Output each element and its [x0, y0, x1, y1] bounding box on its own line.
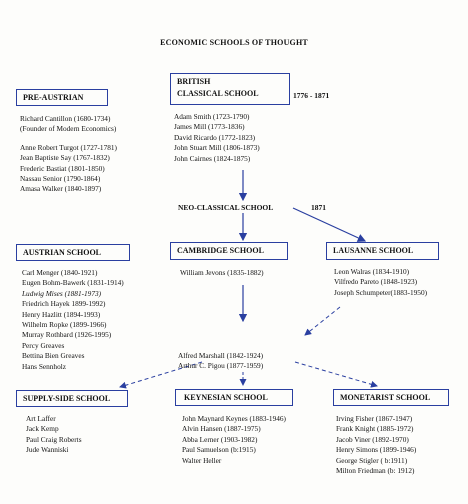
list-item: Murray Rothbard (1926-1995): [22, 330, 112, 340]
list-item: James Mill (1773-1836): [174, 122, 245, 132]
monetarist-label: MONETARIST SCHOOL: [340, 393, 431, 402]
british-years: 1776 - 1871: [293, 91, 330, 100]
monetarist-members: Irving Fisher (1867-1947) Frank Knight (…: [336, 414, 416, 476]
supply-side-label: SUPPLY-SIDE SCHOOL: [23, 394, 111, 403]
list-item: Alfred Marshall (1842-1924): [178, 351, 264, 360]
british-classical-box: BRITISH CLASSICAL SCHOOL: [170, 73, 290, 105]
keynesian-label: KEYNESIAN SCHOOL: [184, 393, 268, 402]
cambridge-members: William Jevons (1835-1882): [180, 268, 264, 278]
lausanne-box: LAUSANNE SCHOOL: [326, 242, 439, 260]
list-item: Friedrich Hayek 1899-1992): [22, 299, 106, 309]
austrian-members: Carl Menger (1840-1921) Eugen Bohm-Bawer…: [22, 268, 124, 372]
pre-austrian-label: PRE-AUSTRIAN: [23, 93, 84, 102]
list-item: [20, 135, 117, 143]
keynesian-members: John Maynard Keynes (1883-1946) Alvin Ha…: [182, 414, 286, 466]
list-item: George Stigler ( b:1911): [336, 455, 408, 465]
arrow-marshall-to-monetarist: [294, 361, 378, 388]
list-item: Vilfredo Pareto (1848-1923): [334, 277, 418, 287]
list-item: Percy Greaves: [22, 340, 65, 350]
list-item: Walter Heller: [182, 455, 222, 465]
list-item: Joseph Schumpeter(1883-1950): [334, 287, 428, 297]
monetarist-box: MONETARIST SCHOOL: [333, 389, 449, 406]
cambridge-box: CAMBRIDGE SCHOOL: [170, 242, 288, 260]
list-item: Irving Fisher (1867-1947): [336, 414, 413, 423]
supply-side-members: Art Laffer Jack Kemp Paul Craig Roberts …: [26, 414, 82, 456]
list-item: Alvin Hansen (1887-1975): [182, 424, 261, 434]
pre-austrian-members: Richard Cantillon (1680-1734) (Founder o…: [20, 114, 117, 195]
list-item: Arthur C. Pigou (1877-1959): [178, 361, 264, 371]
list-item: Ludwig Mises (1881-1973): [22, 288, 102, 298]
list-item: Paul Craig Roberts: [26, 434, 82, 444]
list-item: Bettina Bien Greaves: [22, 351, 85, 361]
list-item: Henry Hazlitt (1894-1993): [22, 309, 101, 319]
list-item: (Founder of Modern Economics): [20, 124, 117, 134]
british-label-line2: CLASSICAL SCHOOL: [177, 89, 259, 98]
list-item: David Ricardo (1772-1823): [174, 132, 256, 142]
list-item: Adam Smith (1723-1790): [174, 112, 250, 121]
list-item: Paul Samuelson (b:1915): [182, 445, 256, 455]
austrian-box: AUSTRIAN SCHOOL: [16, 244, 130, 261]
list-item: William Jevons (1835-1882): [180, 268, 264, 277]
list-item: Amasa Walker (1840-1897): [20, 184, 102, 194]
list-item: Hans Sennholz: [22, 361, 66, 371]
list-item: Anne Robert Turgot (1727-1781): [20, 142, 117, 152]
list-item: Richard Cantillon (1680-1734): [20, 114, 111, 123]
list-item: Frederic Bastiat (1801-1850): [20, 163, 105, 173]
list-item: Henry Simons (1899-1946): [336, 445, 417, 455]
keynesian-box: KEYNESIAN SCHOOL: [175, 389, 293, 406]
neoclassical-label: NEO-CLASSICAL SCHOOL: [178, 203, 274, 212]
diagram-title: ECONOMIC SCHOOLS OF THOUGHT: [160, 38, 308, 47]
austrian-label: AUSTRIAN SCHOOL: [23, 248, 102, 257]
list-item: John Cairnes (1824-1875): [174, 153, 251, 163]
cambridge-later-members: Alfred Marshall (1842-1924) Arthur C. Pi…: [178, 351, 263, 372]
lausanne-members: Leon Walras (1834-1910) Vilfredo Pareto …: [334, 267, 427, 298]
list-item: Leon Walras (1834-1910): [334, 267, 410, 276]
list-item: Jack Kemp: [26, 424, 59, 434]
list-item: John Stuart Mill (1806-1873): [174, 143, 260, 153]
british-label-line1: BRITISH: [177, 77, 211, 86]
neoclassical-year: 1871: [311, 203, 326, 212]
list-item: Jacob Viner (1892-1970): [336, 434, 409, 444]
supply-side-box: SUPPLY-SIDE SCHOOL: [16, 390, 128, 407]
pre-austrian-box: PRE-AUSTRIAN: [16, 89, 108, 106]
list-item: John Maynard Keynes (1883-1946): [182, 414, 286, 423]
list-item: Jean Baptiste Say (1767-1832): [20, 153, 110, 163]
list-item: Frank Knight (1885-1972): [336, 424, 414, 434]
arrow-lausanne-to-marshall: [304, 306, 341, 336]
lausanne-label: LAUSANNE SCHOOL: [333, 246, 414, 255]
list-item: Wilhelm Ropke (1899-1966): [22, 320, 107, 330]
list-item: Abba Lerner (1903-1982): [182, 434, 258, 444]
list-item: Art Laffer: [26, 414, 56, 423]
list-item: Milton Friedman (b: 1912): [336, 466, 415, 476]
list-item: Carl Menger (1840-1921): [22, 268, 98, 277]
arrow-marshall-to-supplyside: [119, 361, 203, 389]
british-members: Adam Smith (1723-1790) James Mill (1773-…: [174, 112, 260, 164]
list-item: Eugen Bohm-Bawerk (1831-1914): [22, 278, 124, 288]
arrow-neoclassical-to-lausanne: [292, 207, 367, 242]
list-item: Jude Wanniski: [26, 445, 69, 455]
cambridge-label: CAMBRIDGE SCHOOL: [177, 246, 264, 255]
list-item: Nassau Senior (1790-1864): [20, 174, 101, 184]
